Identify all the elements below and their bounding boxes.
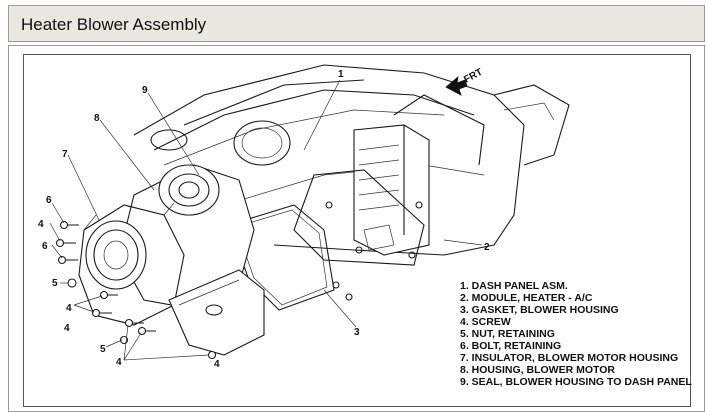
callout-6a: 6 (46, 195, 52, 206)
title-bar: Heater Blower Assembly (8, 5, 705, 42)
callout-3: 3 (354, 327, 360, 338)
parts-legend: 1. DASH PANEL ASM. 2. MODULE, HEATER - A… (460, 280, 692, 388)
blower-assembly-diagram: FRT 1 2 3 4 4 4 4 4 5 5 6 6 7 8 9 1. DAS… (38, 64, 692, 388)
fasteners-drawing (55, 220, 353, 360)
legend-item: 1. DASH PANEL ASM. (460, 280, 568, 292)
legend-item: 2. MODULE, HEATER - A/C (460, 292, 593, 304)
callout-4c: 4 (64, 323, 70, 334)
diagram-panel: FRT 1 2 3 4 4 4 4 4 5 5 6 6 7 8 9 1. DAS… (23, 54, 692, 407)
legend-item: 4. SCREW (460, 316, 511, 328)
legend-item: 3. GASKET, BLOWER HOUSING (460, 304, 619, 316)
legend-item: 6. BOLT, RETAINING (460, 340, 561, 352)
legend-item: 7. INSULATOR, BLOWER MOTOR HOUSING (460, 352, 678, 364)
callout-4d: 4 (116, 357, 122, 368)
callout-6b: 6 (42, 241, 48, 252)
callout-7: 7 (62, 149, 68, 160)
legend-item: 5. NUT, RETAINING (460, 328, 555, 340)
legend-item: 9. SEAL, BLOWER HOUSING TO DASH PANEL (460, 376, 692, 388)
callout-8: 8 (94, 113, 100, 124)
callout-9: 9 (142, 85, 148, 96)
page-title: Heater Blower Assembly (21, 15, 207, 34)
front-label: FRT (462, 67, 484, 86)
callout-1: 1 (338, 69, 344, 80)
callout-4e: 4 (214, 359, 220, 370)
callout-4a: 4 (38, 219, 44, 230)
leader-lines (49, 79, 483, 361)
heater-module-drawing (293, 124, 430, 266)
blower-housing-drawing (78, 164, 255, 326)
diagram-frame: FRT 1 2 3 4 4 4 4 4 5 5 6 6 7 8 9 1. DAS… (8, 45, 705, 412)
callout-2: 2 (484, 242, 490, 253)
cover-plate-drawing (168, 269, 265, 356)
front-arrow-icon (445, 76, 468, 96)
callout-5b: 5 (100, 344, 106, 355)
callout-4b: 4 (66, 303, 72, 314)
legend-item: 8. HOUSING, BLOWER MOTOR (460, 364, 615, 376)
callout-5a: 5 (52, 278, 58, 289)
